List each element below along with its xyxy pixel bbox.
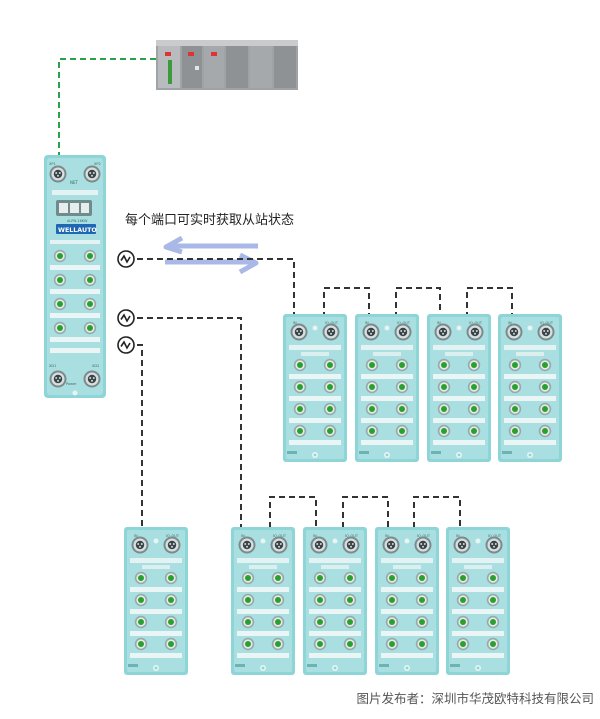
image-credit: 图片发布者：深圳市华茂欧特科技有限公司 — [356, 691, 594, 706]
io-link-port-icon — [117, 336, 135, 354]
slave-module — [303, 527, 367, 675]
io-link-port-icon — [117, 250, 135, 268]
bidirectional-arrow-icon — [163, 235, 259, 275]
io-link-connections — [137, 258, 513, 532]
svg-text:XD1: XD1 — [49, 364, 56, 368]
slave-module — [124, 527, 188, 675]
slave-module — [283, 314, 347, 462]
svg-text:XD2: XD2 — [92, 364, 99, 368]
svg-text:ALPN-16KW: ALPN-16KW — [67, 219, 88, 223]
svg-text:XP2: XP2 — [94, 162, 101, 166]
io-link-port-icon — [117, 309, 135, 327]
caption-text: 每个端口可实时获取从站状态 — [125, 212, 294, 228]
svg-text:WELLAUTO: WELLAUTO — [58, 227, 97, 234]
svg-text:NET: NET — [70, 180, 79, 185]
slave-module — [355, 314, 419, 462]
slave-module — [446, 527, 510, 675]
slave-module — [498, 314, 562, 462]
slave-module — [375, 527, 439, 675]
ethernet-link — [58, 58, 156, 158]
slave-module — [427, 314, 491, 462]
slave-module — [231, 527, 295, 675]
svg-text:Power: Power — [66, 382, 77, 386]
master-module: XP1 XP2 NET ALPN-16KW WELLAUTO XD1 XD2 — [44, 155, 106, 398]
svg-text:XP1: XP1 — [49, 162, 56, 166]
plc-icon — [156, 40, 298, 90]
